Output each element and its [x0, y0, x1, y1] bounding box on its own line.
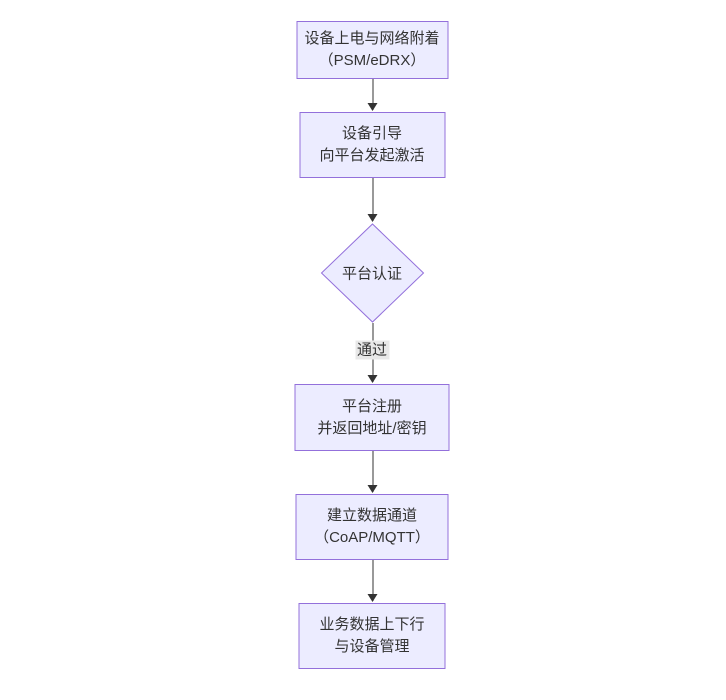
- arrowhead-icon: [367, 594, 377, 602]
- node-text-line: 与设备管理: [334, 638, 410, 655]
- node-text-line: 设备引导: [341, 125, 402, 142]
- node-text-line: 业务数据上下行: [319, 616, 425, 633]
- flow-arrow: [367, 560, 377, 603]
- arrowhead-icon: [367, 103, 377, 111]
- node-business-data: 业务数据上下行 与设备管理: [298, 603, 446, 669]
- arrow-line: [372, 560, 373, 601]
- node-platform-auth: 平台认证: [320, 223, 424, 323]
- edge-label: 通过: [354, 340, 390, 360]
- node-text-line: 平台认证: [341, 265, 403, 283]
- node-bootstrap: 设备引导 向平台发起激活: [299, 112, 445, 178]
- node-power-attach: 设备上电与网络附着 （PSM/eDRX）: [296, 21, 448, 79]
- arrow-line: [372, 178, 373, 221]
- flow-arrow: 通过: [354, 323, 390, 384]
- flow-arrow: [367, 451, 377, 494]
- node-text-line: 向平台发起激活: [319, 147, 425, 164]
- node-text-line: 平台注册: [341, 397, 402, 415]
- flow-arrow: [367, 178, 377, 223]
- flowchart-column: 设备上电与网络附着 （PSM/eDRX） 设备引导 向平台发起激活 平台认证 通…: [294, 21, 450, 669]
- arrow-line: [372, 79, 373, 110]
- flow-arrow: [367, 79, 377, 112]
- arrow-line: [372, 451, 373, 492]
- node-text-line: 建立数据通道: [326, 507, 417, 524]
- node-data-channel: 建立数据通道 （CoAP/MQTT）: [295, 494, 449, 560]
- node-text-line: （PSM/eDRX）: [318, 52, 426, 69]
- arrowhead-icon: [367, 485, 377, 493]
- node-text-line: （CoAP/MQTT）: [314, 529, 430, 546]
- arrowhead-icon: [367, 214, 377, 222]
- node-text-line: 设备上电与网络附着: [304, 30, 440, 47]
- diamond-shape: [320, 223, 424, 323]
- node-platform-register: 平台注册 并返回地址/密钥: [294, 384, 450, 451]
- node-text-line: 并返回地址/密钥: [317, 419, 427, 437]
- arrowhead-icon: [367, 375, 377, 383]
